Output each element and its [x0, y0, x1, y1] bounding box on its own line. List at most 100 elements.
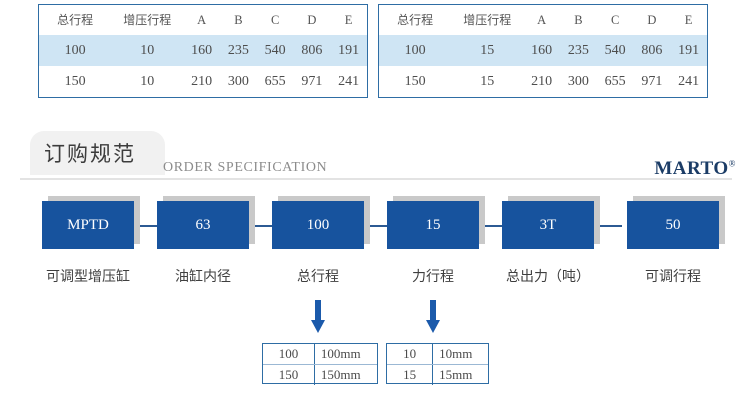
order-code-label-0: 可调型增压缸 — [46, 269, 130, 285]
cell-c: 540 — [596, 35, 634, 66]
order-code-box-2[interactable]: 100 — [272, 201, 364, 249]
order-code-box-3[interactable]: 15 — [387, 201, 479, 249]
spec-table-right-grid: 总行程 增压行程 A B C D E 100 15 160 235 540 80… — [379, 5, 707, 97]
cell-a: 210 — [191, 73, 213, 89]
connector-line-3 — [485, 225, 507, 227]
header-total-stroke: 总行程 — [397, 13, 434, 27]
section-header-backdrop — [30, 131, 165, 175]
arrow-shaft — [315, 300, 321, 322]
table-row: 100 10 160 235 540 806 191 — [39, 35, 367, 66]
section-title-cn: 订购规范 — [44, 142, 136, 166]
cell-b: 235 — [560, 35, 597, 66]
force-stroke-legend-body: 10 10mm 15 15mm — [387, 344, 488, 385]
order-code-box-5[interactable]: 50 — [627, 201, 719, 249]
arrow-shaft — [430, 300, 436, 322]
header-c: C — [610, 13, 620, 27]
order-code-box-1[interactable]: 63 — [157, 201, 249, 249]
cell-d: 971 — [301, 73, 323, 89]
connector-line-1 — [255, 225, 277, 227]
cell-total-stroke: 100 — [39, 35, 112, 66]
header-e: E — [344, 13, 353, 27]
spec-table-left-head: 总行程 增压行程 A B C D E — [39, 5, 367, 35]
table-row: 150 10 210 300 655 971 241 — [39, 66, 367, 97]
cell-c: 655 — [604, 73, 626, 89]
connector-line-2 — [370, 225, 392, 227]
header-a: A — [537, 13, 547, 27]
table-row: 150 150mm — [263, 364, 377, 385]
header-c: C — [270, 13, 280, 27]
header-e: E — [684, 13, 693, 27]
header-d: D — [307, 13, 317, 27]
spec-table-left-grid: 总行程 增压行程 A B C D E 100 10 160 235 540 80… — [39, 5, 367, 97]
arrow-head — [426, 320, 440, 333]
header-boost-stroke: 增压行程 — [463, 13, 512, 27]
order-code-box-4[interactable]: 3T — [502, 201, 594, 249]
order-code-label-5: 可调行程 — [645, 269, 701, 285]
order-code-box-0[interactable]: MPTD — [42, 201, 134, 249]
spec-table-left: 总行程 增压行程 A B C D E 100 10 160 235 540 80… — [38, 4, 368, 98]
cell-boost-stroke: 10 — [140, 73, 155, 89]
cell-b: 300 — [567, 73, 589, 89]
header-a: A — [197, 13, 207, 27]
order-code-label-1: 油缸内径 — [175, 269, 231, 285]
cell-total-stroke: 150 — [64, 73, 86, 89]
table-row: 10 10mm — [387, 344, 488, 365]
legend-code: 10 — [387, 344, 434, 365]
stroke-legend-grid: 100 100mm 150 150mm — [263, 344, 377, 385]
order-code-label-4: 总出力（吨） — [506, 269, 590, 285]
cell-c: 540 — [256, 35, 294, 66]
cell-boost-stroke: 15 — [451, 35, 524, 66]
legend-desc: 100mm — [313, 344, 377, 365]
table-row: 15 15mm — [387, 364, 488, 385]
stroke-legend-table: 100 100mm 150 150mm — [262, 343, 378, 385]
cell-total-stroke: 100 — [379, 35, 452, 66]
cell-boost-stroke: 15 — [480, 73, 495, 89]
order-code-diagram: MPTD 可调型增压缸 63 油缸内径 100 总行程 15 力行程 3T 总出… — [0, 196, 750, 296]
spec-table-right: 总行程 增压行程 A B C D E 100 15 160 235 540 80… — [378, 4, 708, 98]
cell-c: 655 — [264, 73, 286, 89]
header-d: D — [647, 13, 657, 27]
header-boost-stroke: 增压行程 — [123, 13, 172, 27]
header-b: B — [574, 13, 583, 27]
header-divider — [20, 178, 732, 180]
arrow-head — [311, 320, 325, 333]
spec-table-right-head: 总行程 增压行程 A B C D E — [379, 5, 707, 35]
cell-e: 191 — [330, 35, 367, 66]
spec-table-right-body: 100 15 160 235 540 806 191 150 15 210 30… — [379, 35, 707, 97]
table-header-row: 总行程 增压行程 A B C D E — [379, 5, 707, 35]
cell-b: 235 — [220, 35, 257, 66]
force-stroke-legend-grid: 10 10mm 15 15mm — [387, 344, 488, 385]
order-code-label-2: 总行程 — [297, 269, 339, 285]
section-title-en: ORDER SPECIFICATION — [163, 160, 328, 175]
legend-code: 15 — [387, 364, 434, 385]
connector-line-0 — [140, 225, 162, 227]
brand-name: MARTO — [654, 158, 729, 179]
force-stroke-legend-table: 10 10mm 15 15mm — [386, 343, 489, 385]
table-row: 150 15 210 300 655 971 241 — [379, 66, 707, 97]
cell-e: 191 — [670, 35, 707, 66]
cell-d: 971 — [641, 73, 663, 89]
cell-d: 806 — [633, 35, 671, 66]
header-total-stroke: 总行程 — [57, 13, 94, 27]
spec-table-left-body: 100 10 160 235 540 806 191 150 10 210 30… — [39, 35, 367, 97]
legend-desc: 150mm — [313, 364, 377, 385]
connector-line-4 — [600, 225, 622, 227]
stroke-legend-body: 100 100mm 150 150mm — [263, 344, 377, 385]
legend-code: 150 — [263, 364, 315, 385]
legend-desc: 15mm — [432, 364, 488, 385]
cell-e: 241 — [678, 73, 700, 89]
registered-trademark-icon: ® — [728, 158, 736, 169]
cell-a: 160 — [523, 35, 561, 66]
cell-a: 210 — [531, 73, 553, 89]
cell-boost-stroke: 10 — [111, 35, 184, 66]
cell-b: 300 — [227, 73, 249, 89]
cell-d: 806 — [293, 35, 331, 66]
cell-a: 160 — [183, 35, 221, 66]
table-header-row: 总行程 增压行程 A B C D E — [39, 5, 367, 35]
table-row: 100 15 160 235 540 806 191 — [379, 35, 707, 66]
legend-code: 100 — [263, 344, 315, 365]
order-code-label-3: 力行程 — [412, 269, 454, 285]
table-row: 100 100mm — [263, 344, 377, 365]
cell-total-stroke: 150 — [404, 73, 426, 89]
